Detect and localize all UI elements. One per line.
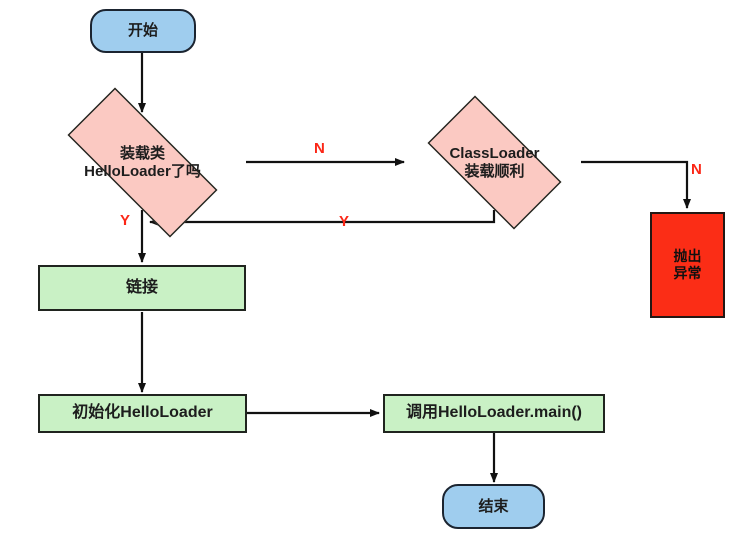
- node-decision-class-loaded-label: 装载类 HelloLoader了吗: [84, 144, 201, 180]
- node-start[interactable]: 开始: [90, 9, 196, 53]
- edge-label-classloader-no: N: [691, 161, 702, 178]
- node-link[interactable]: 链接: [38, 265, 246, 311]
- node-link-label: 链接: [125, 278, 158, 296]
- edge-classloader-no-to-exception: [581, 160, 691, 209]
- node-end[interactable]: 结束: [442, 484, 545, 529]
- node-throw-exception-label: 抛出 异常: [673, 248, 702, 281]
- node-initialize-helloloader-label: 初始化HelloLoader: [72, 404, 213, 422]
- edge-label-classloader-yes: Y: [339, 213, 350, 230]
- node-decision-classloader-ok[interactable]: ClassLoader 装载顺利: [408, 95, 581, 230]
- node-initialize-helloloader[interactable]: 初始化HelloLoader: [38, 394, 247, 433]
- node-call-helloloader-main[interactable]: 调用HelloLoader.main(): [383, 394, 605, 433]
- node-throw-exception[interactable]: 抛出 异常: [650, 212, 725, 318]
- node-call-helloloader-main-label: 调用HelloLoader.main(): [405, 404, 583, 422]
- edge-classloader-yes-to-link: [149, 210, 496, 226]
- node-end-label: 结束: [478, 497, 509, 515]
- edge-label-loaded-yes: Y: [120, 212, 131, 229]
- node-decision-classloader-ok-label: ClassLoader 装载顺利: [449, 144, 540, 180]
- node-decision-class-loaded[interactable]: 装载类 HelloLoader了吗: [40, 87, 245, 238]
- node-start-label: 开始: [127, 22, 158, 40]
- edge-label-loaded-no: N: [314, 140, 325, 157]
